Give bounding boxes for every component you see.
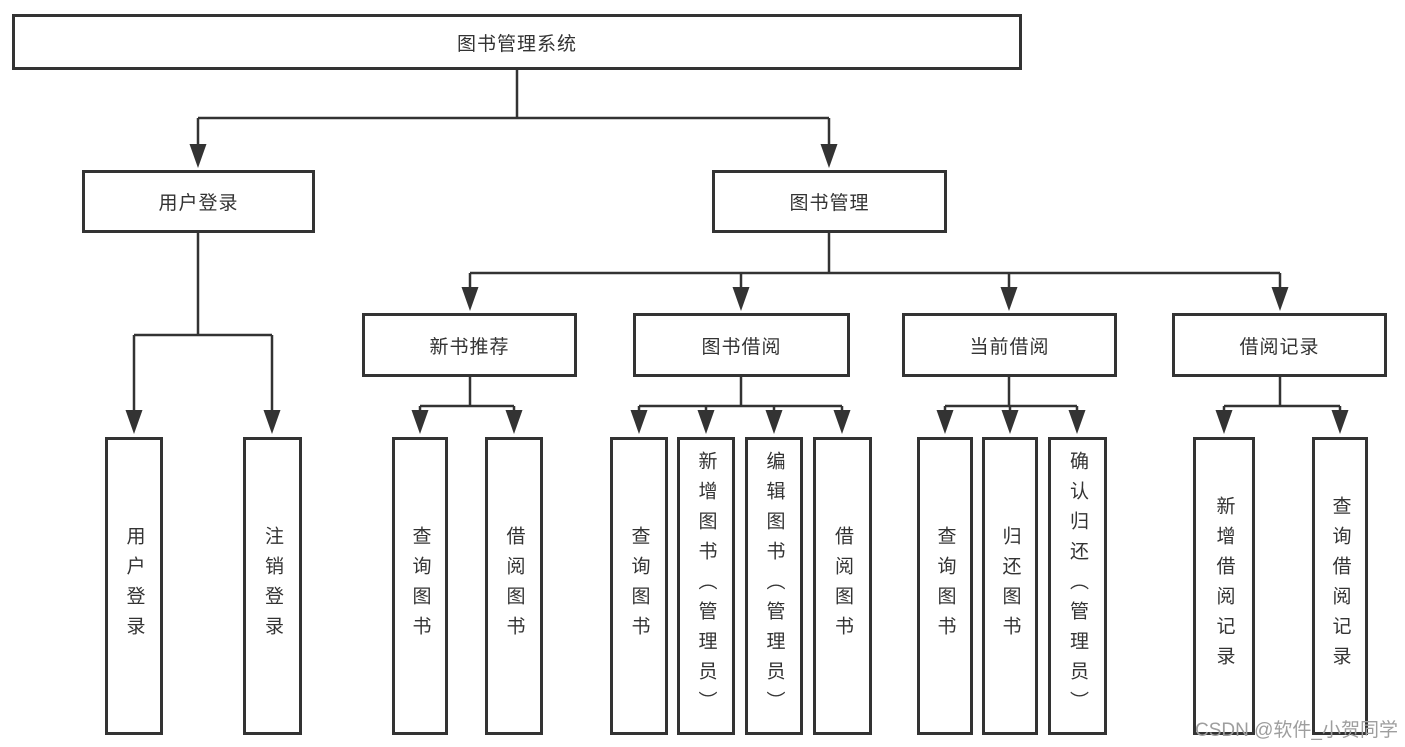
node-leaf-borrow-books-1: 借阅图书 <box>485 437 543 735</box>
node-borrowing-records: 借阅记录 <box>1172 313 1387 377</box>
node-book-management: 图书管理 <box>712 170 947 233</box>
node-root-system-label: 图书管理系统 <box>456 33 577 55</box>
node-leaf-borrow-books-2-label: 借阅图书 <box>832 526 853 646</box>
connector-root-to-level2 <box>189 70 838 168</box>
connector-user-login-children <box>125 233 281 434</box>
node-leaf-add-borrow-record: 新增借阅记录 <box>1193 437 1255 735</box>
node-book-management-label: 图书管理 <box>789 193 870 214</box>
watermark: CSDN @软件_小贺同学 <box>1195 720 1398 741</box>
connector-current-borrow-children <box>936 377 1086 434</box>
connector-new-book-children <box>411 377 523 434</box>
node-leaf-add-books-admin-label: 新增图书（管理员） <box>695 451 717 721</box>
node-book-borrowing-label: 图书借阅 <box>701 336 782 358</box>
node-leaf-user-login: 用户登录 <box>105 437 163 735</box>
node-leaf-query-borrow-record: 查询借阅记录 <box>1312 437 1368 735</box>
node-current-borrowing-label: 当前借阅 <box>969 336 1050 358</box>
node-leaf-borrow-books-1-label: 借阅图书 <box>503 526 525 646</box>
node-leaf-query-books-3-label: 查询图书 <box>934 526 956 646</box>
node-leaf-borrow-books-2: 借阅图书 <box>813 437 872 735</box>
node-root-system: 图书管理系统 <box>12 14 1022 70</box>
node-book-borrowing: 图书借阅 <box>633 313 850 377</box>
node-leaf-edit-books-admin-label: 编辑图书（管理员） <box>763 451 785 721</box>
node-leaf-confirm-return-admin-label: 确认归还（管理员） <box>1067 451 1088 721</box>
node-leaf-query-books-2: 查询图书 <box>610 437 668 735</box>
node-leaf-return-books-label: 归还图书 <box>999 526 1021 646</box>
node-leaf-confirm-return-admin: 确认归还（管理员） <box>1048 437 1107 735</box>
node-leaf-add-borrow-record-label: 新增借阅记录 <box>1213 496 1235 676</box>
node-new-book-recommend-label: 新书推荐 <box>429 336 510 358</box>
node-leaf-query-borrow-record-label: 查询借阅记录 <box>1329 496 1351 676</box>
connector-book-borrow-children <box>630 377 851 434</box>
node-leaf-query-books-1: 查询图书 <box>392 437 448 735</box>
node-new-book-recommend: 新书推荐 <box>362 313 577 377</box>
node-leaf-return-books: 归还图书 <box>982 437 1038 735</box>
node-leaf-edit-books-admin: 编辑图书（管理员） <box>745 437 803 735</box>
node-leaf-query-books-2-label: 查询图书 <box>628 526 650 646</box>
node-leaf-logout-label: 注销登录 <box>262 526 283 646</box>
node-leaf-logout: 注销登录 <box>243 437 302 735</box>
node-current-borrowing: 当前借阅 <box>902 313 1117 377</box>
node-leaf-query-books-3: 查询图书 <box>917 437 973 735</box>
connector-borrow-record-children <box>1215 377 1349 434</box>
node-user-login-label: 用户登录 <box>158 193 239 214</box>
node-leaf-user-login-label: 用户登录 <box>123 526 145 646</box>
node-user-login: 用户登录 <box>82 170 315 233</box>
node-leaf-add-books-admin: 新增图书（管理员） <box>677 437 735 735</box>
node-leaf-query-books-1-label: 查询图书 <box>409 526 431 646</box>
connector-book-mgmt-groups <box>461 233 1289 311</box>
node-borrowing-records-label: 借阅记录 <box>1239 336 1320 358</box>
